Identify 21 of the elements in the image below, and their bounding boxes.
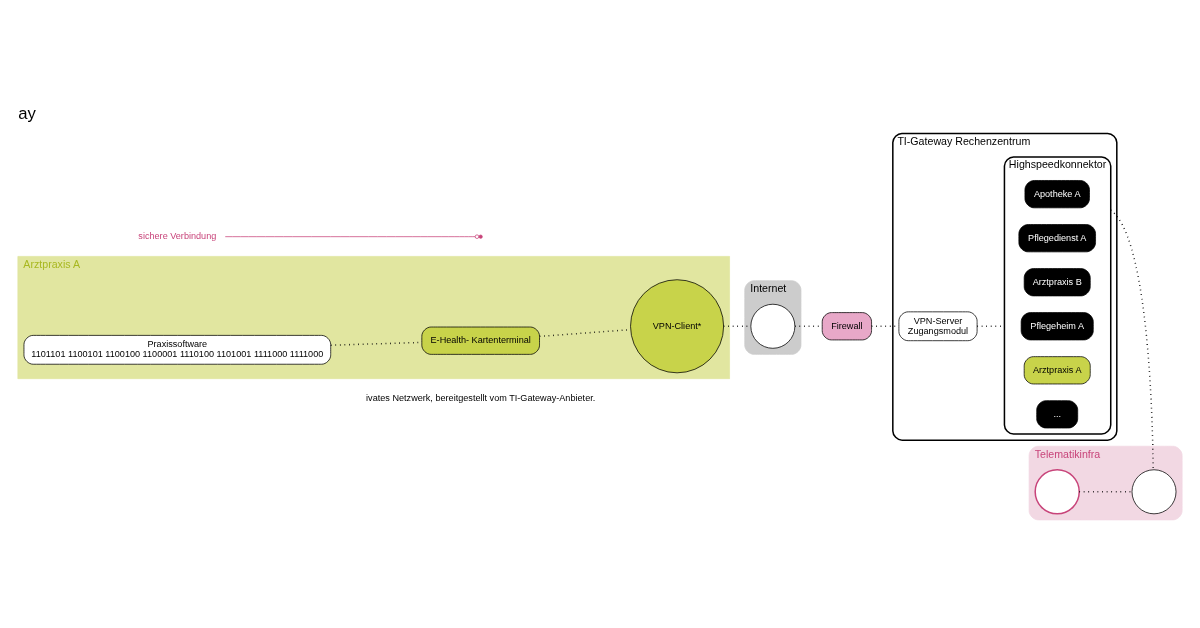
cluster: Telematikinfra bbox=[1028, 445, 1183, 520]
node-circle bbox=[750, 303, 796, 349]
node-box: Pflegedienst A bbox=[1018, 223, 1096, 252]
node-box: Apotheke A bbox=[1024, 179, 1090, 208]
diagram-title: ay bbox=[18, 103, 36, 123]
cluster: Internet bbox=[744, 279, 802, 355]
node-circle: VPN-Client* bbox=[630, 278, 724, 373]
node-box: Praxissoftware 1101101 1100101 1100100 1100001 1110100 1101001 1111000 1111000 bbox=[23, 334, 332, 365]
node-box: Arztpraxis B bbox=[1023, 267, 1091, 296]
node-box: Firewall bbox=[821, 311, 872, 340]
node-circle bbox=[1131, 468, 1177, 514]
node-box: ... bbox=[1036, 399, 1079, 428]
connector bbox=[224, 235, 476, 237]
node-box: E-Health- Kartenterminal bbox=[421, 326, 540, 355]
node-box: Arztpraxis A bbox=[1023, 355, 1091, 384]
caption: ivates Netzwerk, bereitgestellt vom TI-Gateway-Anbieter. bbox=[366, 392, 596, 403]
node-text: sichere Verbindung bbox=[138, 230, 217, 241]
node-box: VPN-Server Zugangsmodul bbox=[898, 310, 978, 341]
node-circle bbox=[1034, 468, 1080, 515]
connector bbox=[1110, 208, 1154, 470]
node-box: Pflegeheim A bbox=[1020, 311, 1094, 340]
